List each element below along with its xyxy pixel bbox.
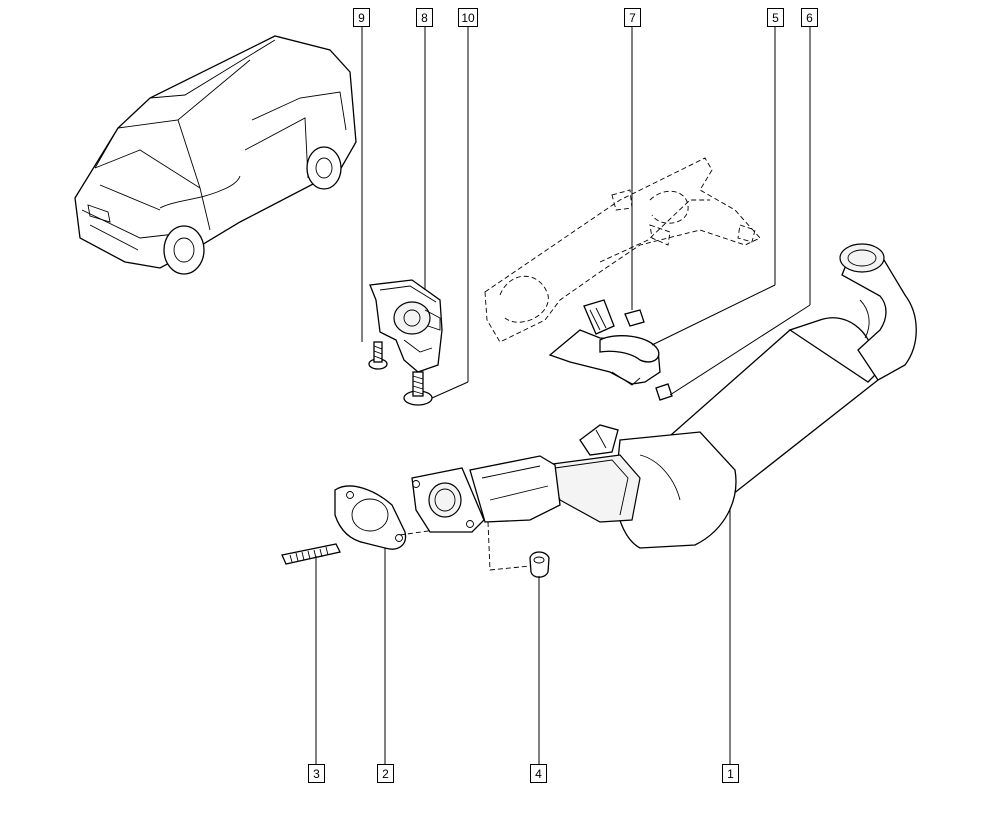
callout-5: 5 [767,8,784,27]
nut-6 [655,383,673,401]
stud-3 [281,543,341,565]
callout-2: 2 [377,764,394,783]
callout-4: 4 [530,764,547,783]
callout-1: 1 [722,764,739,783]
callout-7: 7 [624,8,641,27]
nut-4 [529,551,550,578]
catalytic-converter-assembly [411,243,917,549]
leader-lines [315,26,811,764]
callout-8: 8 [416,8,433,27]
callout-10: 10 [458,8,478,27]
exhaust-clamp [548,299,661,386]
gasket-2 [334,485,407,550]
subframe-outline [484,157,761,343]
callout-6: 6 [801,8,818,27]
van-location-icon [74,35,357,275]
callout-9: 9 [353,8,370,27]
bolt-10 [403,371,433,406]
screw-9 [368,341,388,370]
callout-3: 3 [308,764,325,783]
nut-7 [624,309,645,327]
